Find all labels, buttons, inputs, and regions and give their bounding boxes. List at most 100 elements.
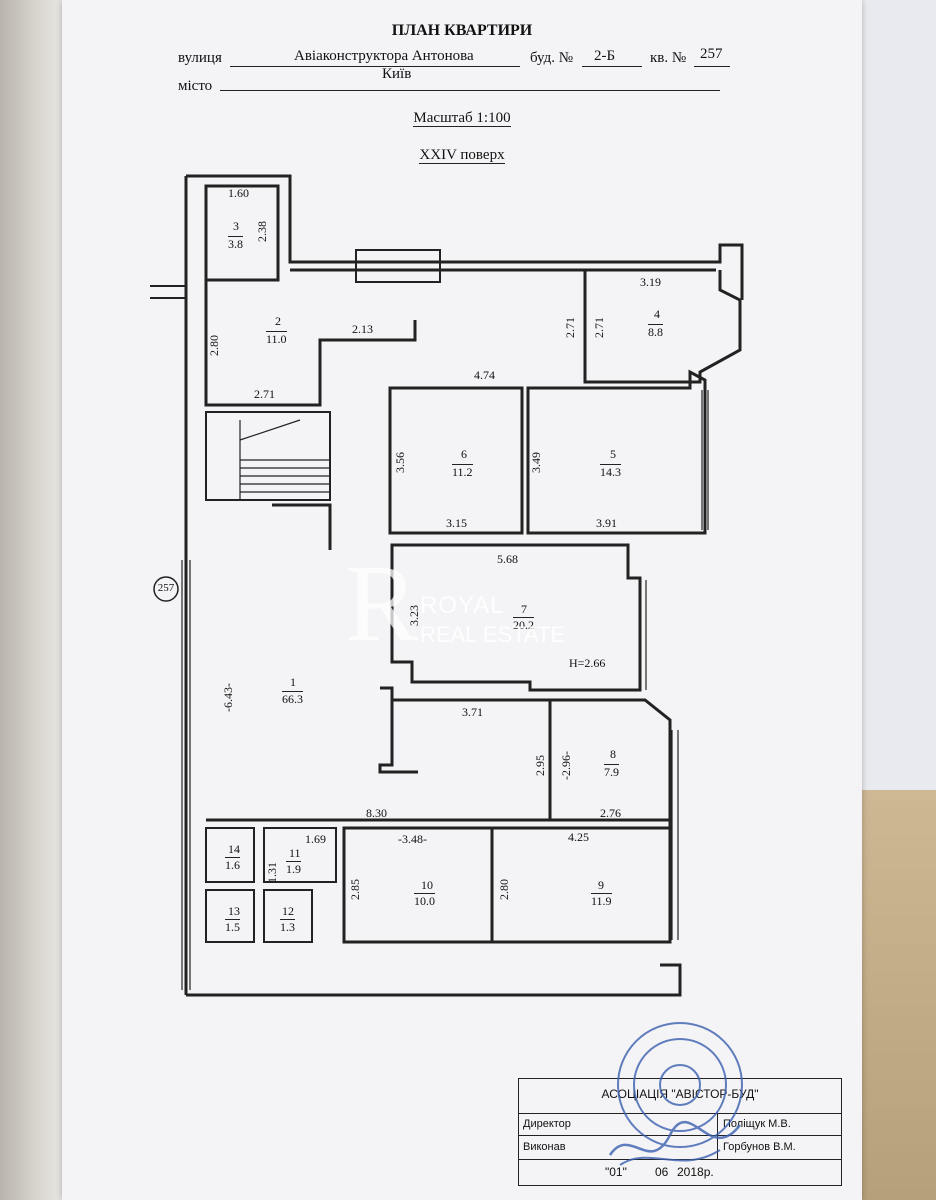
dim-2-71-right: 2.71 <box>592 317 606 338</box>
apartment-label: кв. № <box>650 50 687 66</box>
room-13-walls <box>205 889 255 943</box>
room-11-number: 11 <box>289 846 301 860</box>
stub-wall <box>378 700 418 774</box>
director-label: Директор <box>523 1118 571 1130</box>
dim-3-48: -3.48- <box>398 832 427 846</box>
building-underline <box>582 66 642 67</box>
building-label: буд. № <box>530 50 574 66</box>
room-8-number: 8 <box>610 747 616 761</box>
room-11-walls <box>263 827 337 883</box>
stair-treads <box>239 419 330 500</box>
room-13-number: 13 <box>228 904 240 918</box>
street-label: вулиця <box>178 50 222 66</box>
room-1-area: 66.3 <box>282 691 303 706</box>
room-2-number: 2 <box>275 314 281 328</box>
room-9-number: 9 <box>598 878 604 892</box>
dim-5-68: 5.68 <box>497 552 518 566</box>
date-month: 06 <box>655 1165 669 1179</box>
shaft-wall <box>272 503 332 550</box>
duct <box>355 249 441 283</box>
date-day: "01" <box>605 1165 627 1179</box>
room-12-walls <box>263 889 313 943</box>
room-10-area: 10.0 <box>414 893 435 908</box>
executor-label: Виконав <box>523 1141 566 1153</box>
stamp-organization: АСОЦІАЦІЯ "АВІСТОР-БУД" <box>601 1087 759 1101</box>
stamp-divider-1 <box>519 1113 841 1114</box>
room-4-walls <box>583 270 742 384</box>
room-11-area: 1.9 <box>286 861 301 876</box>
city-value: Київ <box>382 66 412 82</box>
dim-3-49: 3.49 <box>529 452 543 473</box>
document-title: ПЛАН КВАРТИРИ <box>391 22 533 39</box>
room-3-walls <box>204 184 280 282</box>
stamp-col-divider <box>717 1113 718 1159</box>
dim-2-13: 2.13 <box>352 322 373 336</box>
window-room-5 <box>701 390 709 530</box>
room-8-walls-top <box>380 686 672 940</box>
room-3-number: 3 <box>233 219 239 233</box>
dim-1-31: 1.31 <box>265 862 279 883</box>
dim-8-30: 8.30 <box>366 806 387 820</box>
room-5-area: 14.3 <box>600 464 621 479</box>
official-seal <box>608 1022 743 1166</box>
room-7-area: 20.2 <box>513 617 534 632</box>
balcony-stub <box>150 285 186 299</box>
room-8-area: 7.9 <box>604 764 619 779</box>
dim-3-19: 3.19 <box>640 275 661 289</box>
room-1-number: 1 <box>290 675 296 689</box>
apartment-underline <box>694 66 730 67</box>
building-value: 2-Б <box>594 48 616 64</box>
apartment-marker-circle <box>153 576 179 602</box>
dim-2-80-room9: 2.80 <box>497 879 511 900</box>
room-5-number: 5 <box>610 447 616 461</box>
room-12-number: 12 <box>282 904 294 918</box>
background-table <box>858 790 936 1200</box>
dim-2-85: 2.85 <box>348 879 362 900</box>
window-room-8 <box>671 730 679 940</box>
dim-1-69: 1.69 <box>305 832 326 846</box>
dim-2-96: -2.96- <box>559 751 573 780</box>
dim-height: H=2.66 <box>569 656 606 670</box>
room-9-area: 11.9 <box>591 893 612 908</box>
dim-4-25: 4.25 <box>568 830 589 844</box>
scale-text: Масштаб 1:100 <box>413 110 511 127</box>
street-value: Авіаконструктора Антонова <box>294 48 474 64</box>
room-7-number: 7 <box>521 602 527 616</box>
dim-2-71-left: 2.71 <box>563 317 577 338</box>
dim-3-56: 3.56 <box>393 452 407 473</box>
watermark-brand-line1: ROYAL <box>420 592 505 619</box>
dim-2-71-room2: 2.71 <box>254 387 275 401</box>
room-2-walls <box>204 280 417 407</box>
room-4-area: 8.8 <box>648 324 663 339</box>
dim-2-95: 2.95 <box>533 755 547 776</box>
room-6-area: 11.2 <box>452 464 473 479</box>
floor-text: XXIV поверх <box>419 147 505 164</box>
room-2-area: 11.0 <box>266 331 287 346</box>
signature-stroke <box>608 1120 741 1156</box>
room-7-walls <box>390 543 642 692</box>
room-3-area: 3.8 <box>228 236 243 251</box>
city-underline <box>220 90 720 91</box>
dim-3-91: 3.91 <box>596 516 617 530</box>
room-6-number: 6 <box>461 447 467 461</box>
dim-2-80-room2: 2.80 <box>207 335 221 356</box>
room-6-walls <box>388 386 524 535</box>
room-10-number: 10 <box>421 878 433 892</box>
room-12-area: 1.3 <box>280 919 295 934</box>
executor-name: Горбунов В.М. <box>723 1141 796 1153</box>
room-5-walls <box>526 369 707 535</box>
window-room-7 <box>639 580 647 690</box>
date-year: 2018р. <box>677 1165 714 1179</box>
room-13-area: 1.5 <box>225 919 240 934</box>
stair-box <box>205 411 331 501</box>
room-9-walls <box>490 826 672 944</box>
dim-1-60: 1.60 <box>228 186 249 200</box>
city-label: місто <box>178 78 213 94</box>
outer-wall-top <box>186 174 744 300</box>
window-room-1 <box>181 560 191 990</box>
watermark-logo: R <box>345 542 419 664</box>
dim-6-43: -6.43- <box>221 683 235 712</box>
document-sheet: ПЛАН КВАРТИРИ вулиця Авіаконструктора Ан… <box>62 0 862 1200</box>
apartment-marker-number: 257 <box>157 582 175 594</box>
